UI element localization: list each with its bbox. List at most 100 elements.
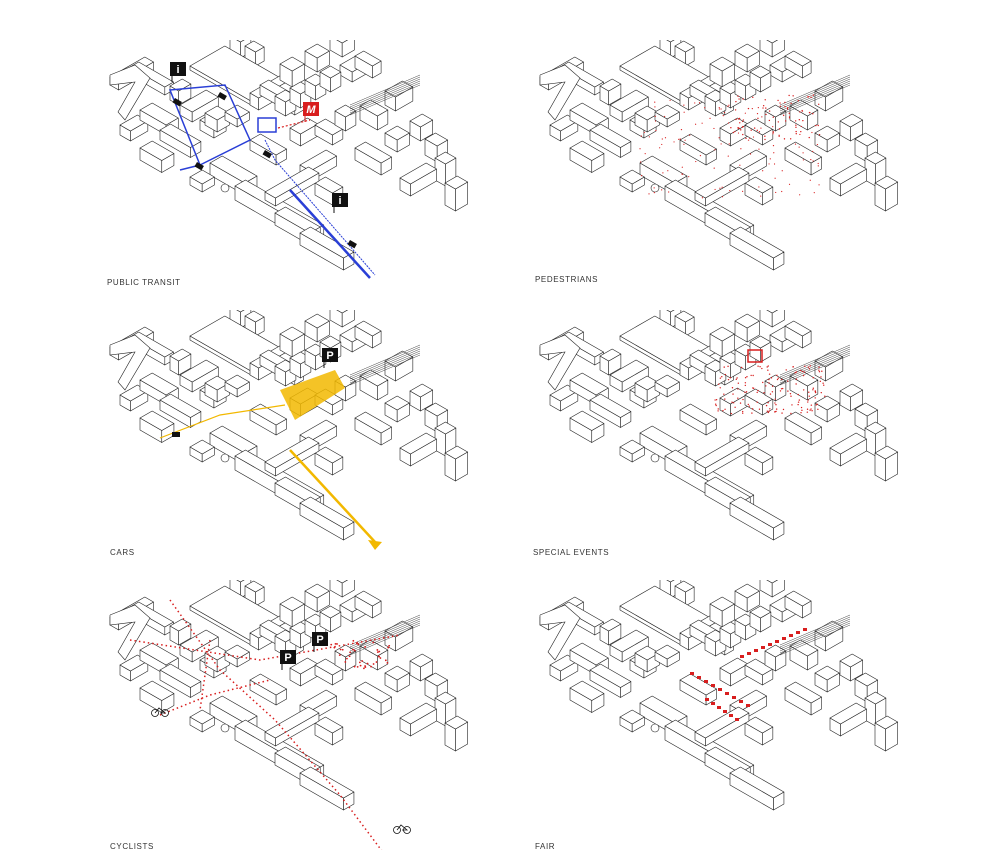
density-dot [661,143,663,146]
density-dot [744,112,746,114]
density-dot [714,399,716,401]
density-dot [782,114,785,117]
density-dot [752,387,754,389]
density-dot [807,401,809,403]
density-dot [749,137,751,140]
density-dot [745,137,747,140]
density-dot [809,179,811,181]
density-dot [822,382,824,384]
bike-route [199,639,211,711]
vehicle-icon [194,162,204,171]
density-dot [721,186,723,188]
density-dot [788,116,791,118]
density-dot [718,137,720,139]
density-dot [699,155,702,157]
density-dot [734,406,736,409]
density-dot [762,170,764,172]
density-dot [695,160,697,163]
density-dot [788,94,790,97]
stall [803,628,807,631]
density-dot [773,152,775,154]
density-dot [713,127,715,130]
parking-sign-icon: P [322,348,338,368]
density-dot [769,158,771,160]
density-dot [768,163,770,165]
density-dot [750,129,752,131]
density-dot [683,111,685,113]
density-dot [727,155,729,157]
density-dot [801,110,804,112]
density-dot [810,96,812,99]
stall [729,714,733,717]
density-dot [757,389,759,392]
density-dot [747,139,750,141]
density-dot [802,119,804,122]
svg-text:i: i [338,195,341,207]
density-dot [353,665,356,668]
density-dot [815,124,817,127]
density-dot [668,191,670,193]
density-dot [818,369,820,371]
transit-routes: Mii [168,62,376,279]
density-dot [731,387,734,389]
density-dot [358,661,361,664]
density-dot [714,403,717,405]
density-dot [762,105,765,107]
density-dot [662,172,664,174]
density-dot [797,403,799,406]
density-dot [756,401,758,403]
density-dot [648,193,650,195]
density-dot [639,148,641,150]
car-routes: P [159,348,382,550]
density-dot [730,127,732,129]
density-dot [748,405,751,407]
density-dot [727,122,730,124]
density-dot [735,100,737,103]
density-dot [797,401,800,403]
density-dot [765,404,768,407]
density-dot [779,102,781,104]
density-dot [777,377,780,379]
density-dot [372,641,375,644]
density-dot [789,138,792,140]
density-dot [799,194,801,196]
density-dot [817,162,819,165]
density-dot [816,143,819,146]
density-dot [717,408,719,410]
bike-parking-sign-icon: P [312,632,328,652]
panel-label: PEDESTRIANS [535,275,599,284]
density-dot [688,176,690,178]
density-dot [762,107,764,109]
density-dot [780,388,783,390]
density-dot [812,113,814,115]
density-dot [788,183,791,185]
density-dot [804,365,806,367]
density-dot [812,94,815,96]
density-dot [749,153,752,155]
bus-loop [168,84,251,167]
density-dot [727,105,729,108]
bicycle-icon [151,707,169,717]
density-dot [790,412,792,415]
density-dot [774,398,776,400]
svg-text:i: i [176,64,179,76]
density-dot [778,128,781,130]
stall [796,631,800,634]
density-dot [766,366,768,368]
density-dot [820,376,822,378]
panel-label: PUBLIC TRANSIT [107,278,181,287]
density-dot [704,107,706,109]
density-dot [756,391,758,394]
density-dot [737,397,739,399]
density-dot [767,411,770,414]
density-dot [684,139,686,141]
density-dot [364,646,366,648]
density-dot [717,410,719,412]
density-dot [768,382,770,384]
bus-stop-sign-icon: i [170,62,186,82]
density-dot [751,108,753,110]
density-dot [375,661,378,663]
density-dot [794,371,796,374]
density-dot [742,98,744,100]
